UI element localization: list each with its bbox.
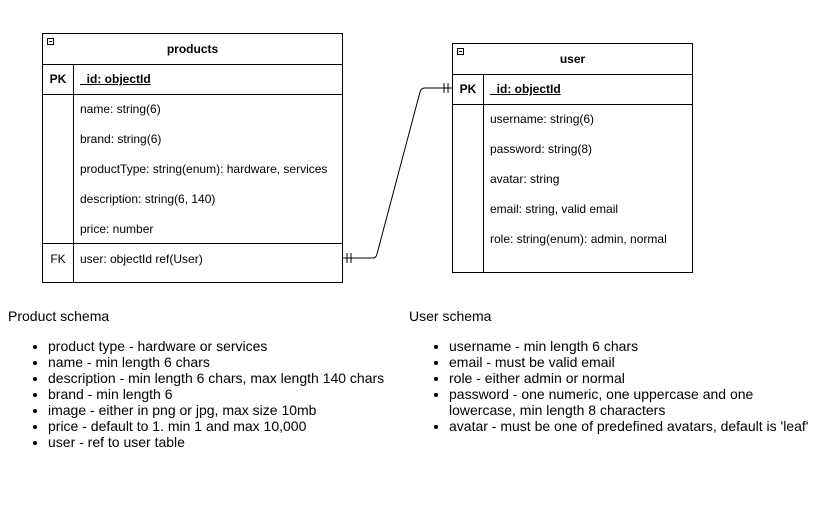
products-field-description: description: string(6, 140) bbox=[80, 192, 216, 206]
products-field-brand: brand: string(6) bbox=[80, 132, 162, 146]
user-pk-row bbox=[453, 74, 692, 105]
list-item: name - min length 6 chars bbox=[48, 354, 433, 370]
product-schema-list: product type - hardware or services name… bbox=[8, 338, 433, 450]
products-key-column bbox=[43, 64, 74, 282]
products-table[interactable]: products PK _id: objectId name: string(6… bbox=[42, 33, 343, 283]
products-fk-divider bbox=[43, 243, 342, 244]
user-key-column bbox=[453, 74, 484, 272]
user-field-role: role: string(enum): admin, normal bbox=[490, 232, 667, 246]
user-schema-heading: User schema bbox=[409, 308, 492, 324]
list-item: product type - hardware or services bbox=[48, 338, 433, 354]
list-item: price - default to 1. min 1 and max 10,0… bbox=[48, 418, 433, 434]
relationship-line bbox=[343, 87, 452, 259]
products-pk-row bbox=[43, 64, 342, 95]
list-item: brand - min length 6 bbox=[48, 386, 433, 402]
products-field-name: name: string(6) bbox=[80, 102, 161, 116]
collapse-icon[interactable] bbox=[47, 38, 54, 45]
collapse-icon[interactable] bbox=[457, 48, 464, 55]
list-item: password - one numeric, one uppercase an… bbox=[449, 386, 809, 418]
products-field-price: price: number bbox=[80, 222, 154, 236]
list-item: description - min length 6 chars, max le… bbox=[48, 370, 433, 386]
user-table[interactable]: user PK _id: objectId username: string(6… bbox=[452, 43, 693, 273]
user-pk-label: PK bbox=[459, 82, 477, 96]
user-pk-field: _id: objectId bbox=[490, 82, 561, 96]
user-field-avatar: avatar: string bbox=[490, 172, 560, 186]
list-item: avatar - must be one of predefined avata… bbox=[449, 418, 809, 434]
products-fk-field: user: objectId ref(User) bbox=[80, 252, 203, 266]
list-item: role - either admin or normal bbox=[449, 370, 809, 386]
products-table-title: products bbox=[43, 34, 342, 65]
user-schema-list: username - min length 6 chars email - mu… bbox=[409, 338, 809, 434]
products-field-product-type: productType: string(enum): hardware, ser… bbox=[80, 162, 328, 176]
list-item: email - must be valid email bbox=[449, 354, 809, 370]
user-field-username: username: string(6) bbox=[490, 112, 595, 126]
user-field-email: email: string, valid email bbox=[490, 202, 619, 216]
list-item: image - either in png or jpg, max size 1… bbox=[48, 402, 433, 418]
products-pk-field: _id: objectId bbox=[80, 72, 151, 86]
product-schema-heading: Product schema bbox=[8, 308, 110, 324]
user-table-title: user bbox=[453, 44, 692, 75]
products-pk-label: PK bbox=[49, 72, 67, 86]
list-item: username - min length 6 chars bbox=[449, 338, 809, 354]
products-fk-label: FK bbox=[50, 252, 66, 266]
user-field-password: password: string(8) bbox=[490, 142, 593, 156]
list-item: user - ref to user table bbox=[48, 434, 433, 450]
